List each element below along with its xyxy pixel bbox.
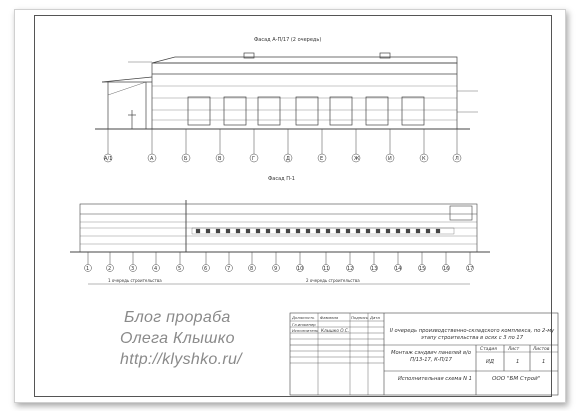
stamp-company: ООО "БМ Строй" [492, 376, 541, 382]
stamp-stage-header: Стадия [480, 347, 497, 352]
stamp-work: Монтаж сэндвич панелей в/о П/13-17, К-П/… [390, 350, 472, 363]
axis-label: 16 [443, 266, 449, 272]
stamp-name-2: Клышко О.С. [321, 328, 350, 333]
stamp-sheets: 1 [542, 359, 546, 365]
stamp-stage: ИД [486, 359, 494, 365]
stamp-role-1: Гл.инженер [292, 322, 316, 327]
axis-label: 11 [323, 266, 329, 272]
axis-label: 4 [154, 266, 157, 272]
stamp-project: II очередь производственно-складского ко… [389, 328, 555, 341]
axis-label: Л [455, 156, 459, 162]
axis-label: В [218, 156, 222, 162]
top-elevation-title: Фасад А-П/17 (2 очередь) [254, 37, 322, 43]
watermark-link[interactable]: http://klyshko.ru/ [120, 351, 242, 368]
axis-label: Ж [354, 156, 360, 162]
top-axes [103, 129, 462, 163]
axis-label: А [150, 156, 154, 162]
watermark-line2: Олега Клышко [120, 330, 235, 347]
axis-label: 12 [347, 266, 353, 272]
stamp-header-role: Должность [292, 315, 315, 320]
axis-label: 1 [86, 266, 89, 272]
bottom-elevation [70, 200, 490, 253]
axis-label: Е [320, 156, 323, 162]
axis-label: 13 [371, 266, 377, 272]
stamp-sheets-header: Листов [533, 347, 550, 352]
axis-label: 7 [227, 266, 230, 272]
axis-label: 15 [419, 266, 425, 272]
axis-label: Д [286, 156, 290, 162]
stamp-grid [289, 312, 559, 396]
axis-label: 6 [204, 266, 207, 272]
drawing-frame [34, 15, 552, 397]
top-elevation [95, 52, 478, 130]
stamp-sheet-header: Лист [508, 347, 520, 352]
axis-label: 14 [395, 266, 401, 272]
stamp-sheet: 1 [516, 359, 520, 365]
axis-label: 9 [274, 266, 277, 272]
watermark-line1: Блог прораба [124, 309, 231, 326]
bottom-axes [84, 252, 474, 285]
axis-label: Г [252, 156, 255, 162]
phase-note: 1 очередь строительства [108, 278, 162, 283]
axis-label: 10 [297, 266, 303, 272]
axis-label: К [422, 156, 426, 162]
axis-label: 2 [108, 266, 111, 272]
stamp-scheme: Исполнительная схема N 1 [398, 376, 472, 382]
axis-label: 17 [467, 266, 473, 272]
axis-label: 8 [250, 266, 253, 272]
axis-label: И [388, 156, 392, 162]
axis-label: 5 [178, 266, 181, 272]
stamp-role-2: Исполнитель [292, 328, 319, 333]
stamp-header-date: Дата [370, 315, 380, 320]
bottom-elevation-title: Фасад П-1 [268, 176, 295, 182]
bottom-windows [195, 228, 441, 234]
stamp-header-sign: Подпись [351, 315, 369, 320]
stamp-header-name: Фамилия [320, 315, 339, 320]
axis-label: А/1 [104, 156, 112, 162]
axis-label: Б [184, 156, 188, 162]
phase-note: 2 очередь строительства [306, 278, 360, 283]
axis-label: 3 [131, 266, 134, 272]
